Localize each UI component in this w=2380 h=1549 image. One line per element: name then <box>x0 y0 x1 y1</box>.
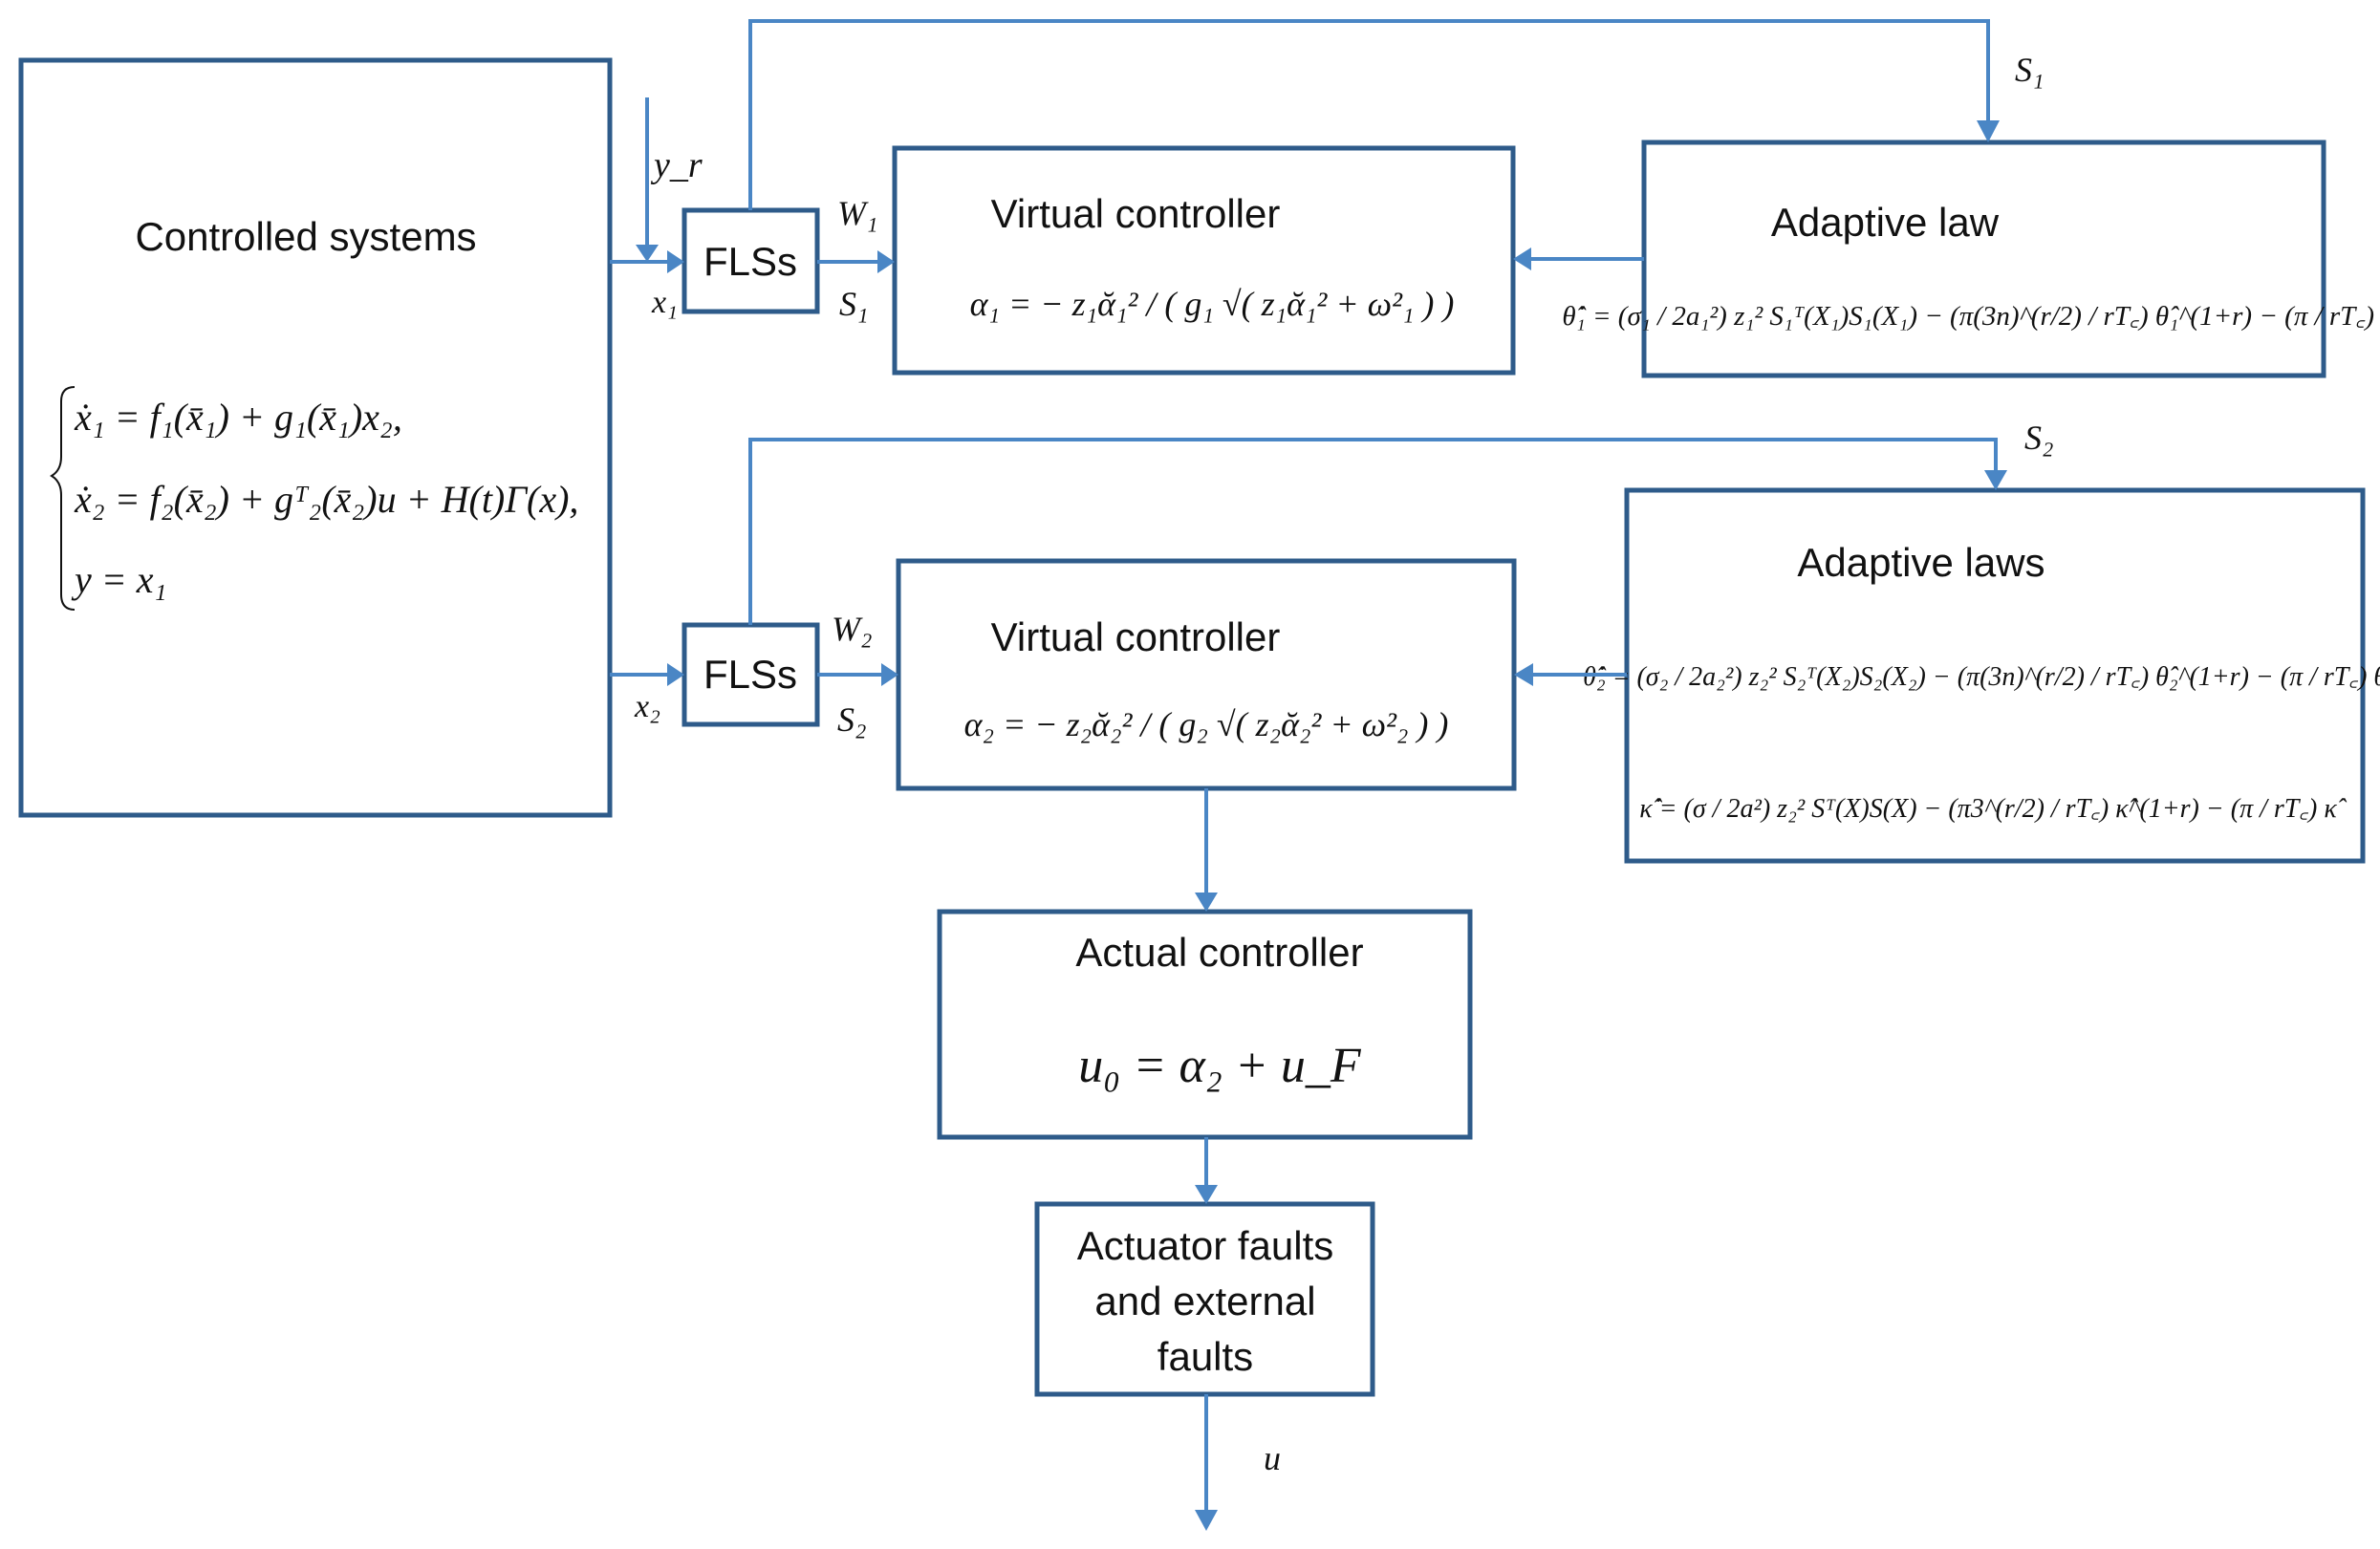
actual-controller-formula: u₀ = α₂ + u_F <box>1078 1039 1362 1093</box>
system-equation-2: ẋ₂ = f₂(x̄₂) + gᵀ₂(x̄₂)u + H(t)Γ(x), <box>74 478 578 521</box>
actual-controller-block: Actual controller u₀ = α₂ + u_F <box>937 909 1473 1140</box>
adaptive-law-1-formula: θ̂̇₁ = (σ₁ / 2a₁²) z₁² S₁ᵀ(X₁)S₁(X₁) − (… <box>1562 301 2380 332</box>
signal-u: u <box>1264 1439 1281 1477</box>
fls-block-1: FLSs <box>682 207 820 314</box>
system-equation-3: y = x₁ <box>71 558 166 601</box>
signal-s2-top: S₂ <box>2024 419 2054 457</box>
virtual-controller-2-block: Virtual controller α₂ = − z₂ᾰ₂² / ( g₂ √… <box>896 558 1517 791</box>
actual-controller-title: Actual controller <box>1075 930 1363 975</box>
adaptive-laws-2-block: Adaptive laws θ̂̇₂ = (σ₂ / 2a₂²) z₂² S₂ᵀ… <box>1583 487 2380 864</box>
signal-yr: y_r <box>650 145 703 185</box>
virtual-controller-2-formula: α₂ = − z₂ᾰ₂² / ( g₂ √( z₂ᾰ₂² + ω²₂ ) ) <box>964 705 1449 743</box>
controlled-systems-block: Controlled systems ẋ₁ = f₁(x̄₁) + g₁(x̄₁… <box>18 57 613 818</box>
fls-title-2: FLSs <box>703 652 797 697</box>
signal-x2: x₂ <box>634 689 660 724</box>
system-equation-1: ẋ₁ = f₁(x̄₁) + g₁(x̄₁)x₂, <box>74 396 402 439</box>
faults-title-line-3: faults <box>1158 1334 1253 1379</box>
signal-x1: x₁ <box>651 285 678 320</box>
virtual-controller-1-block: Virtual controller α₁ = − z₁ᾰ₁² / ( g₁ √… <box>892 145 1516 376</box>
adaptive-laws-2-title: Adaptive laws <box>1797 540 2045 585</box>
equation-brace <box>50 386 76 611</box>
faults-block: Actuator faults and external faults <box>1034 1201 1375 1397</box>
signal-w2: W₂ <box>832 610 873 648</box>
signal-s2: S₂ <box>837 700 867 739</box>
signal-s1-top: S₁ <box>2015 51 2045 89</box>
adaptive-laws-2-formula-1: θ̂̇₂ = (σ₂ / 2a₂²) z₂² S₂ᵀ(X₂)S₂(X₂) − (… <box>1583 662 2380 692</box>
faults-title-line-1: Actuator faults <box>1077 1223 1333 1268</box>
adaptive-law-1-title: Adaptive law <box>1771 200 2000 245</box>
virtual-controller-1-title: Virtual controller <box>991 191 1281 236</box>
connectors <box>610 19 2007 1531</box>
adaptive-law-1-block: Adaptive law θ̂̇₁ = (σ₁ / 2a₁²) z₁² S₁ᵀ(… <box>1562 140 2380 378</box>
signal-w1: W₁ <box>837 194 878 232</box>
virtual-controller-1-formula: α₁ = − z₁ᾰ₁² / ( g₁ √( z₁ᾰ₁² + ω²₁ ) ) <box>970 285 1455 323</box>
virtual-controller-2-title: Virtual controller <box>991 614 1281 659</box>
signal-s1: S₁ <box>839 285 869 323</box>
fls-title-1: FLSs <box>703 239 797 284</box>
faults-title-line-2: and external <box>1094 1279 1315 1323</box>
controlled-systems-title: Controlled systems <box>135 214 476 259</box>
fls-block-2: FLSs <box>682 622 820 727</box>
adaptive-laws-2-formula-2: κ̂̇ = (σ / 2a²) z₂² Sᵀ(X)S(X) − (π3^(r/2… <box>1639 794 2348 824</box>
